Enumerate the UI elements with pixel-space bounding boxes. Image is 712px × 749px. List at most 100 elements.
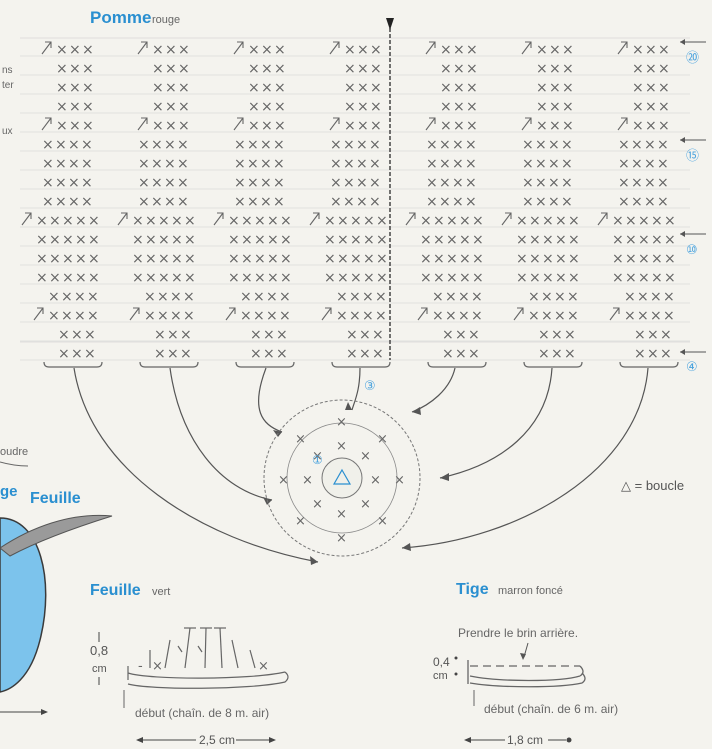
x-stitch: × [178,99,190,115]
x-stitch: × [568,232,580,248]
x-stitch: × [650,308,662,324]
x-stitch: × [145,251,157,267]
x-stitch: × [254,251,266,267]
x-stitch: × [228,270,240,286]
x-stitch: × [624,308,636,324]
x-stitch: × [466,99,478,115]
x-stitch: × [466,118,478,134]
x-stitch: × [266,308,278,324]
x-stitch: × [273,156,285,172]
x-stitch: × [138,175,150,191]
x-stitch: × [253,289,265,305]
increase-stitch [138,118,147,130]
x-stitch: × [82,118,94,134]
x-stitch: × [330,175,342,191]
pomme-color: rouge [152,14,180,26]
x-stitch: × [568,270,580,286]
x-stitch: × [548,156,560,172]
x-stitch: × [234,137,246,153]
increase-stitch [322,308,331,320]
x-stitch: × [132,270,144,286]
x-stitch: × [75,270,87,286]
x-stitch: × [647,327,659,343]
leaf-dash-stitch: - [138,659,143,674]
x-stitch: × [157,308,169,324]
x-stitch: × [376,251,388,267]
x-stitch: × [465,175,477,191]
x-stitch: × [432,289,444,305]
x-stitch: × [273,137,285,153]
x-stitch: × [68,194,80,210]
x-stitch: × [330,137,342,153]
x-stitch: × [370,473,381,488]
x-stitch: × [370,42,382,58]
x-stitch: × [55,156,67,172]
x-stitch: × [446,251,458,267]
x-stitch: × [344,118,356,134]
x-stitch: × [426,175,438,191]
x-stitch: × [82,80,94,96]
x-stitch: × [465,137,477,153]
x-stitch: × [468,327,480,343]
pomme-title: Pomme [90,8,151,27]
x-stitch: × [336,415,347,430]
x-stitch: × [158,213,170,229]
row-number-20: ⑳ [686,51,699,66]
x-stitch: × [157,289,169,305]
x-stitch: × [466,42,478,58]
left-dimension-arrow-icon [41,709,48,715]
x-stitch: × [471,308,483,324]
x-stitch: × [664,270,676,286]
x-stitch: × [336,507,347,522]
x-stitch: × [625,251,637,267]
x-stitch: × [453,118,465,134]
x-stitch: × [446,270,458,286]
x-stitch: × [132,213,144,229]
tige-width-end-icon [567,738,572,743]
x-stitch: × [618,175,630,191]
x-stitch: × [658,80,670,96]
x-stitch: × [663,308,675,324]
x-stitch: × [426,194,438,210]
x-stitch: × [178,42,190,58]
x-stitch: × [132,232,144,248]
x-stitch: × [144,308,156,324]
x-stitch: × [49,213,61,229]
x-stitch: × [516,270,528,286]
center-marker-icon [386,18,394,30]
x-stitch: × [459,251,471,267]
x-stitch: × [228,251,240,267]
x-stitch: × [274,80,286,96]
x-stitch: × [55,137,67,153]
x-stitch: × [663,289,675,305]
x-stitch: × [536,80,548,96]
x-stitch: × [337,251,349,267]
x-stitch: × [56,99,68,115]
x-stitch: × [274,99,286,115]
x-stitch: × [82,42,94,58]
x-stitch: × [618,194,630,210]
increase-stitch [522,118,531,130]
x-stitch: × [88,213,100,229]
x-stitch: × [346,346,358,362]
x-stitch: × [542,232,554,248]
x-stitch: × [180,346,192,362]
x-stitch: × [42,156,54,172]
x-stitch: × [336,308,348,324]
x-stitch: × [362,289,374,305]
x-stitch: × [247,175,259,191]
x-stitch: × [171,213,183,229]
x-stitch: × [170,308,182,324]
x-stitch: × [637,308,649,324]
x-stitch: × [152,118,164,134]
x-stitch: × [279,289,291,305]
x-stitch: × [247,194,259,210]
x-stitch: × [48,289,60,305]
x-stitch: × [337,213,349,229]
x-stitch: × [82,99,94,115]
feuille-height: 0,8 [90,643,108,658]
x-stitch: × [267,232,279,248]
x-stitch: × [377,432,388,447]
x-stitch: × [631,156,643,172]
x-stitch: × [280,232,292,248]
